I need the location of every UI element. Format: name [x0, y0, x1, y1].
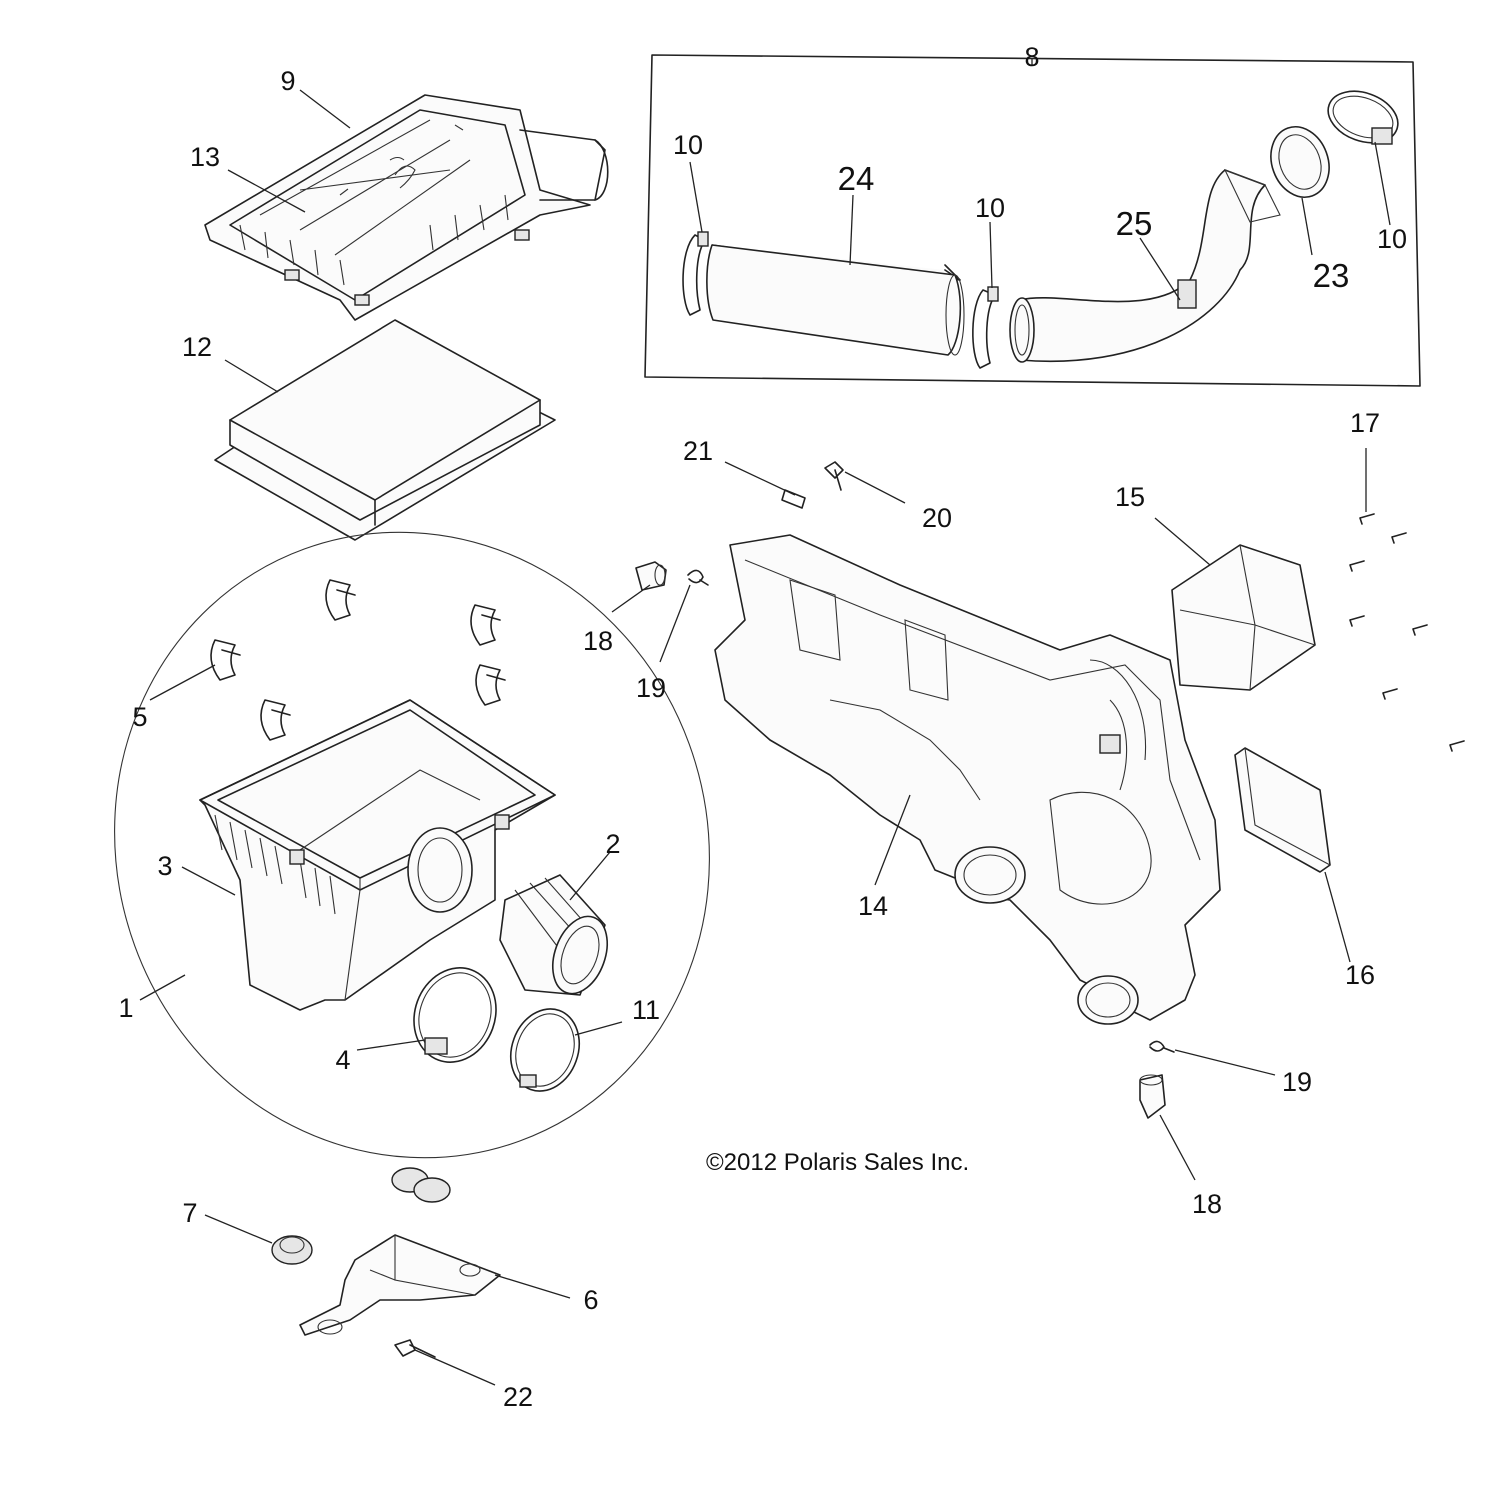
callout-25: 25	[1116, 205, 1153, 242]
callout-11: 11	[632, 995, 660, 1025]
callout-21: 21	[683, 436, 713, 466]
callout-5: 5	[132, 702, 147, 732]
callout-18-lower: 18	[1192, 1189, 1222, 1219]
callout-9: 9	[280, 66, 295, 96]
air-filter	[214, 319, 556, 541]
callout-15: 15	[1115, 482, 1145, 512]
callout-16: 16	[1345, 960, 1375, 990]
callout-1: 1	[118, 993, 133, 1023]
callout-10-left: 10	[673, 130, 703, 160]
callout-22: 22	[503, 1382, 533, 1412]
callout-20: 20	[922, 503, 952, 533]
duct-kit-parts	[682, 90, 1399, 369]
mount-bracket-hardware	[271, 1167, 501, 1358]
foam-block	[1171, 544, 1316, 691]
duct-kit-outline	[644, 54, 1421, 387]
screws	[1349, 513, 1465, 752]
callout-2: 2	[605, 829, 620, 859]
callout-24: 24	[838, 160, 875, 197]
callout-6: 6	[583, 1285, 598, 1315]
callout-10-right: 10	[1377, 224, 1407, 254]
callout-14: 14	[858, 891, 888, 921]
callout-18-upper: 18	[583, 626, 613, 656]
callout-4: 4	[335, 1045, 350, 1075]
callout-3: 3	[157, 851, 172, 881]
copyright-notice: ©2012 Polaris Sales Inc.	[706, 1149, 969, 1176]
airbox-cover	[204, 94, 609, 321]
callout-7: 7	[182, 1198, 197, 1228]
callout-23: 23	[1313, 257, 1350, 294]
airbox-lower-housing	[199, 699, 556, 1011]
hose-clamps	[413, 967, 580, 1092]
leader-lines	[139, 58, 1391, 1386]
callout-10-middle: 10	[975, 193, 1005, 223]
airbox-assembly-group-outline	[114, 531, 710, 1159]
callout-12: 12	[182, 332, 212, 362]
foam-pad	[1234, 747, 1331, 873]
callout-19-upper: 19	[636, 673, 666, 703]
callout-13: 13	[190, 142, 220, 172]
small-fittings	[635, 461, 1175, 1119]
callout-labels: 9 13 12 8 10 24 10 25 23 10 17 21 15 20 …	[118, 42, 1407, 1412]
intake-duct	[714, 534, 1221, 1025]
intake-boot	[499, 874, 608, 996]
callout-8: 8	[1024, 42, 1039, 72]
callout-19-lower: 19	[1282, 1067, 1312, 1097]
callout-17: 17	[1350, 408, 1380, 438]
